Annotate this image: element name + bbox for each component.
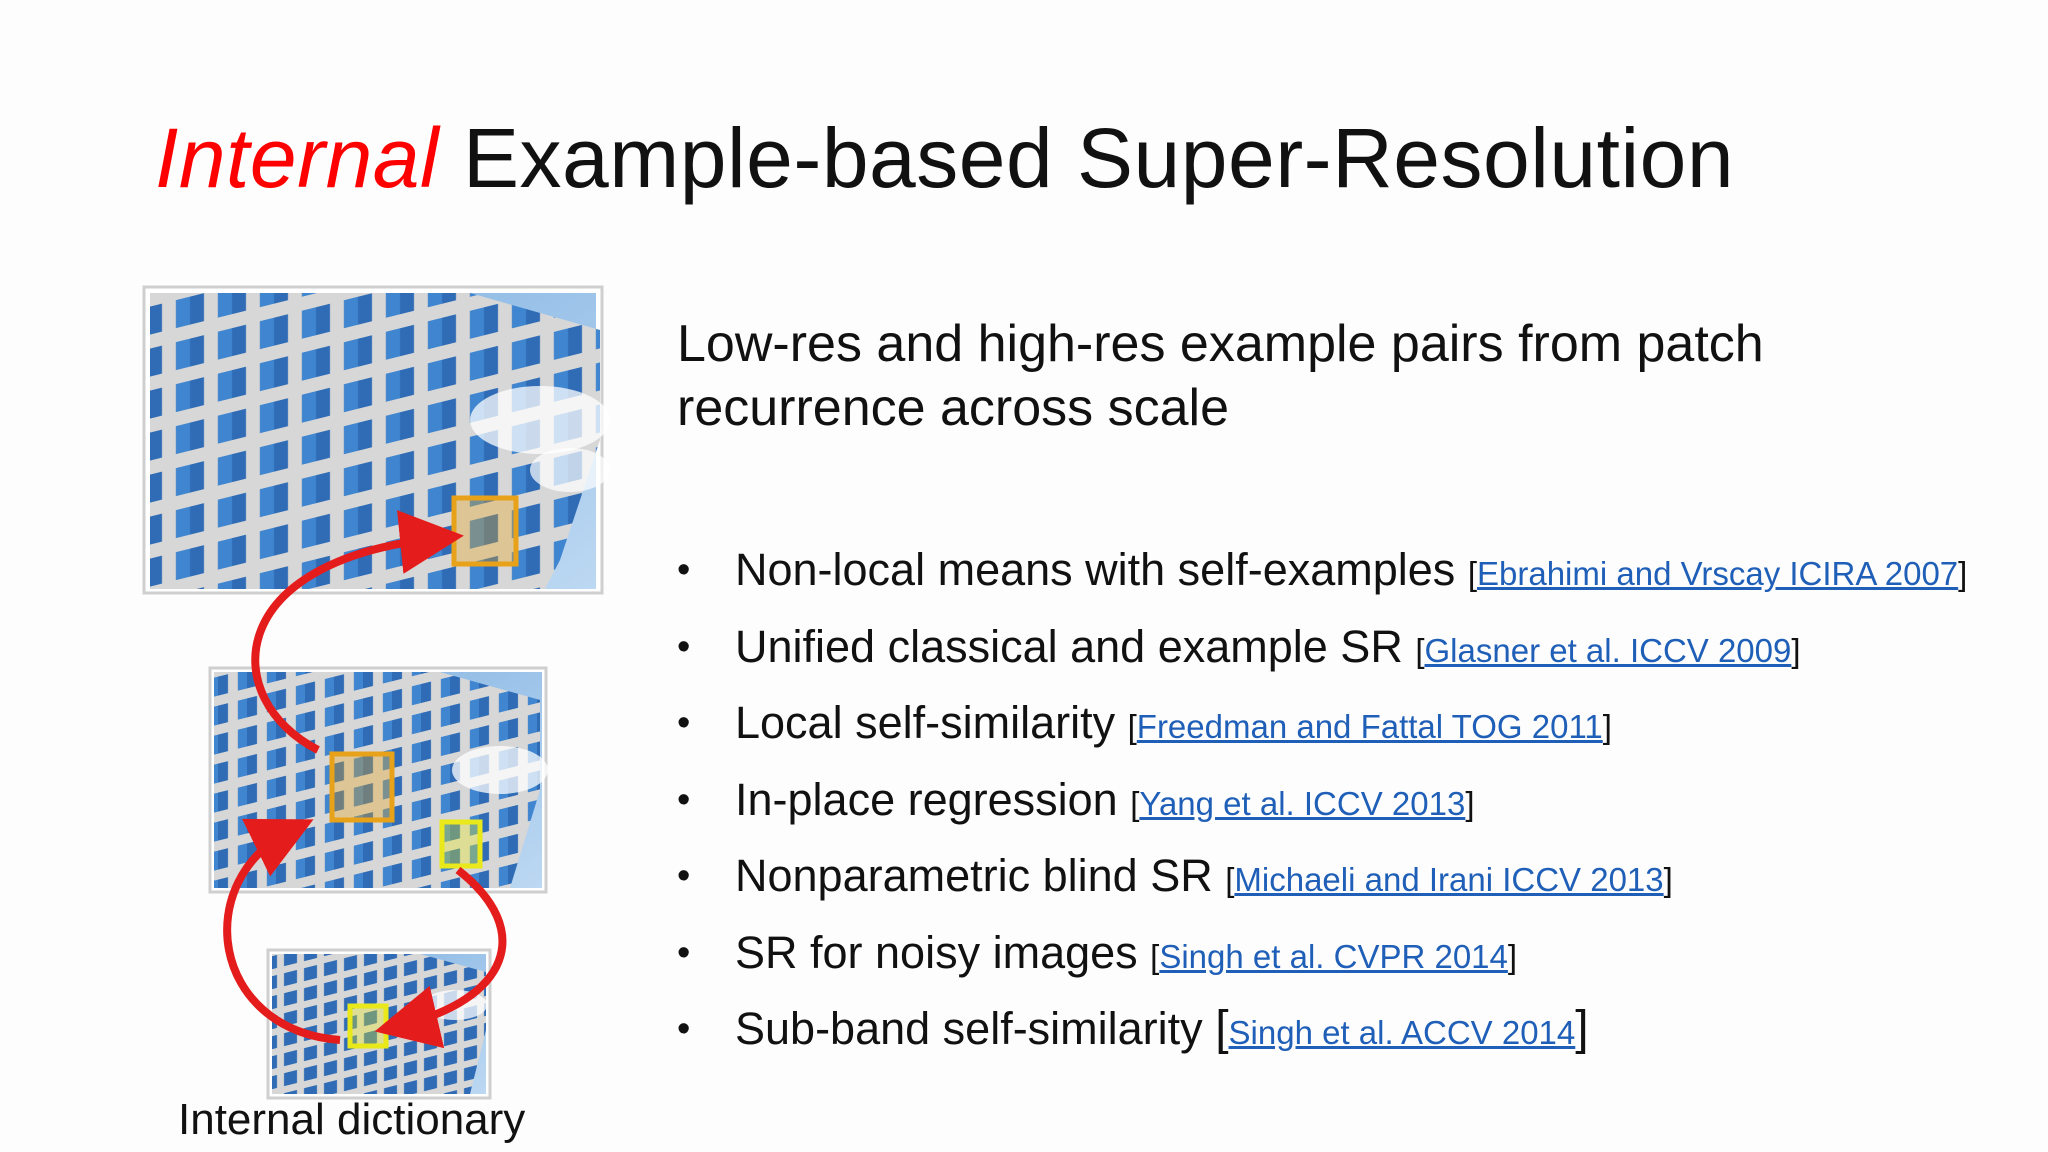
list-item: • Sub-band self-similarity [Singh et al.… <box>677 991 2037 1068</box>
list-item: • Non-local means with self-examples [Eb… <box>677 532 2037 609</box>
citation-link[interactable]: Michaeli and Irani ICCV 2013 <box>1234 861 1664 898</box>
bullet-text: Unified classical and example SR <box>735 620 1403 672</box>
citation-link[interactable]: Freedman and Fattal TOG 2011 <box>1136 708 1603 745</box>
citation-link[interactable]: Singh et al. ACCV 2014 <box>1228 1014 1576 1051</box>
cite-bracket: [ <box>1127 708 1137 745</box>
patch-medium-orange <box>329 751 395 823</box>
curved-arrow-icon <box>251 510 464 754</box>
list-item: • SR for noisy images [Singh et al. CVPR… <box>677 915 2037 992</box>
cite-bracket: [ <box>1225 861 1235 898</box>
building-photo-small <box>266 948 492 1100</box>
bullet-text: SR for noisy images <box>735 926 1138 978</box>
cite-bracket: ] <box>1507 937 1518 975</box>
bullet-dot: • <box>677 549 691 591</box>
cite-bracket: [ <box>1150 937 1160 975</box>
curved-arrow-icon <box>223 818 341 1044</box>
list-item: • In-place regression [Yang et al. ICCV … <box>677 762 2037 839</box>
citation: [Glasner et al. ICCV 2009] <box>1415 632 1800 669</box>
internal-dictionary-figure <box>142 285 610 1100</box>
bullet-text: Local self-similarity <box>735 697 1116 748</box>
citation: [Michaeli and Irani ICCV 2013] <box>1225 861 1673 898</box>
patch-small-yellow <box>347 1003 389 1049</box>
bullet-text: Nonparametric blind SR <box>735 850 1213 901</box>
building-photo-medium <box>208 666 548 894</box>
citation-link[interactable]: Ebrahimi and Vrscay ICIRA 2007 <box>1476 555 1959 592</box>
cite-bracket: ] <box>1791 631 1801 669</box>
cite-bracket: [ <box>1415 631 1425 669</box>
intro-text: Low-res and high-res example pairs from … <box>677 315 1764 437</box>
citation-link[interactable]: Glasner et al. ICCV 2009 <box>1424 631 1792 669</box>
citation: [Singh et al. ACCV 2014] <box>1215 1002 1588 1055</box>
slide-title: Internal Example-based Super-Resolution <box>155 112 1734 204</box>
list-item: • Local self-similarity [Freedman and Fa… <box>677 685 2037 762</box>
title-rest: Example-based Super-Resolution <box>463 111 1735 205</box>
cite-bracket: ] <box>1663 861 1673 898</box>
citation: [Freedman and Fattal TOG 2011] <box>1128 708 1612 745</box>
curved-arrow-icon <box>374 866 507 1049</box>
citation: [Singh et al. CVPR 2014] <box>1150 938 1517 975</box>
cite-bracket: [ <box>1215 1002 1229 1055</box>
citation: [Yang et al. ICCV 2013] <box>1130 785 1474 822</box>
building-photo-large <box>142 285 610 595</box>
patch-large-orange <box>451 495 519 567</box>
bullet-dot: • <box>677 778 691 821</box>
list-item: • Nonparametric blind SR [Michaeli and I… <box>677 838 2037 915</box>
reference-list: • Non-local means with self-examples [Eb… <box>677 532 2037 1068</box>
cite-bracket: [ <box>1130 784 1140 822</box>
bullet-text: Non-local means with self-examples <box>735 544 1456 595</box>
cite-bracket: ] <box>1958 555 1968 592</box>
bullet-dot: • <box>677 702 691 744</box>
bullet-dot: • <box>677 931 691 974</box>
bullet-text: In-place regression <box>735 773 1118 825</box>
patch-medium-yellow <box>439 819 483 869</box>
bullet-dot: • <box>677 855 691 897</box>
title-emphasis: Internal <box>155 111 440 205</box>
list-item: • Unified classical and example SR [Glas… <box>677 609 2037 686</box>
bullet-dot: • <box>677 625 691 668</box>
citation-link[interactable]: Yang et al. ICCV 2013 <box>1139 784 1466 822</box>
citation: [Ebrahimi and Vrscay ICIRA 2007] <box>1468 555 1968 592</box>
cite-bracket: ] <box>1465 784 1475 822</box>
cite-bracket: [ <box>1467 555 1477 592</box>
figure-caption: Internal dictionary <box>178 1095 526 1144</box>
cite-bracket: ] <box>1602 708 1612 745</box>
bullet-text: Sub-band self-similarity <box>735 1003 1203 1054</box>
bullet-dot: • <box>677 1008 691 1050</box>
cite-bracket: ] <box>1575 1002 1589 1055</box>
citation-link[interactable]: Singh et al. CVPR 2014 <box>1159 937 1508 975</box>
